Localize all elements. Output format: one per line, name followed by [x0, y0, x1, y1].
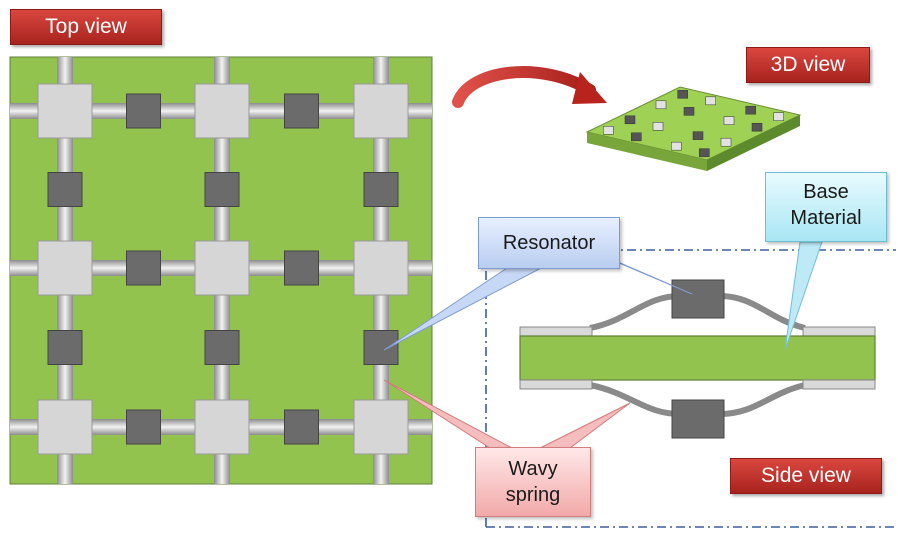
iso-resonator	[699, 148, 710, 157]
iso-node	[723, 116, 735, 125]
wavy-spring-line1: Wavy	[508, 458, 558, 480]
lattice-node	[353, 399, 409, 455]
side-view-upper-resonator	[671, 279, 725, 319]
iso-resonator	[631, 132, 642, 142]
top-view-label: Top view	[10, 9, 162, 45]
lattice-node	[37, 399, 93, 455]
resonator-square	[204, 172, 240, 207]
3d-view-elements	[603, 90, 784, 157]
top-view-nodes	[37, 83, 409, 455]
wavy-spring-line2: spring	[505, 484, 561, 506]
iso-node	[773, 112, 784, 121]
side-view-top-left-pad	[519, 326, 593, 337]
resonator-square	[284, 409, 319, 445]
side-view-base-material	[519, 335, 876, 381]
lattice-node	[37, 240, 93, 296]
side-view-border	[485, 249, 896, 528]
top-view-resonators	[47, 93, 399, 445]
top-view	[9, 56, 433, 485]
side-view-lower-resonator	[671, 399, 725, 439]
resonator-square	[126, 250, 161, 286]
iso-node	[652, 122, 664, 131]
lattice-node	[194, 83, 250, 139]
3d-view-front-face	[587, 132, 707, 171]
side-view-top-right-pad	[802, 326, 876, 337]
base-material-line2: Material	[790, 207, 862, 229]
resonator-square	[204, 330, 240, 365]
resonator-square	[284, 250, 319, 286]
resonator-square	[363, 172, 399, 207]
iso-resonator	[751, 122, 763, 132]
iso-resonator	[745, 105, 756, 115]
iso-node	[671, 141, 682, 151]
resonator-square	[284, 93, 319, 129]
resonator-square	[47, 330, 83, 365]
3d-view-label: 3D view	[746, 47, 870, 83]
base-material-line1: Base	[803, 181, 849, 203]
rotate-arrow	[452, 66, 607, 108]
resonator-square	[126, 409, 161, 445]
lattice-node	[194, 240, 250, 296]
lattice-node	[37, 83, 93, 139]
iso-resonator	[677, 90, 688, 99]
side-view-label: Side view	[730, 458, 882, 494]
iso-node	[720, 137, 732, 147]
iso-resonator	[624, 115, 636, 125]
resonator-square	[47, 172, 83, 207]
side-view	[519, 279, 876, 439]
iso-resonator	[683, 107, 695, 116]
lattice-node	[353, 240, 409, 296]
base-material-callout: Base Material	[765, 172, 887, 242]
lattice-node	[194, 399, 250, 455]
wavy-spring-pointer-side	[539, 402, 631, 449]
3d-view	[585, 86, 802, 171]
side-view-bottom-right-pad	[802, 379, 876, 390]
resonator-callout: Resonator	[478, 217, 620, 269]
wavy-spring-callout: Wavy spring	[475, 447, 591, 517]
3d-view-side-face	[707, 115, 800, 171]
resonator-square	[126, 93, 161, 129]
iso-node	[603, 126, 614, 135]
iso-node	[655, 100, 667, 110]
side-view-bottom-left-pad	[519, 379, 593, 390]
iso-node	[705, 96, 716, 106]
iso-resonator	[692, 131, 704, 140]
resonator-square	[363, 330, 399, 365]
base-material-pointer	[784, 241, 823, 351]
lattice-node	[353, 83, 409, 139]
